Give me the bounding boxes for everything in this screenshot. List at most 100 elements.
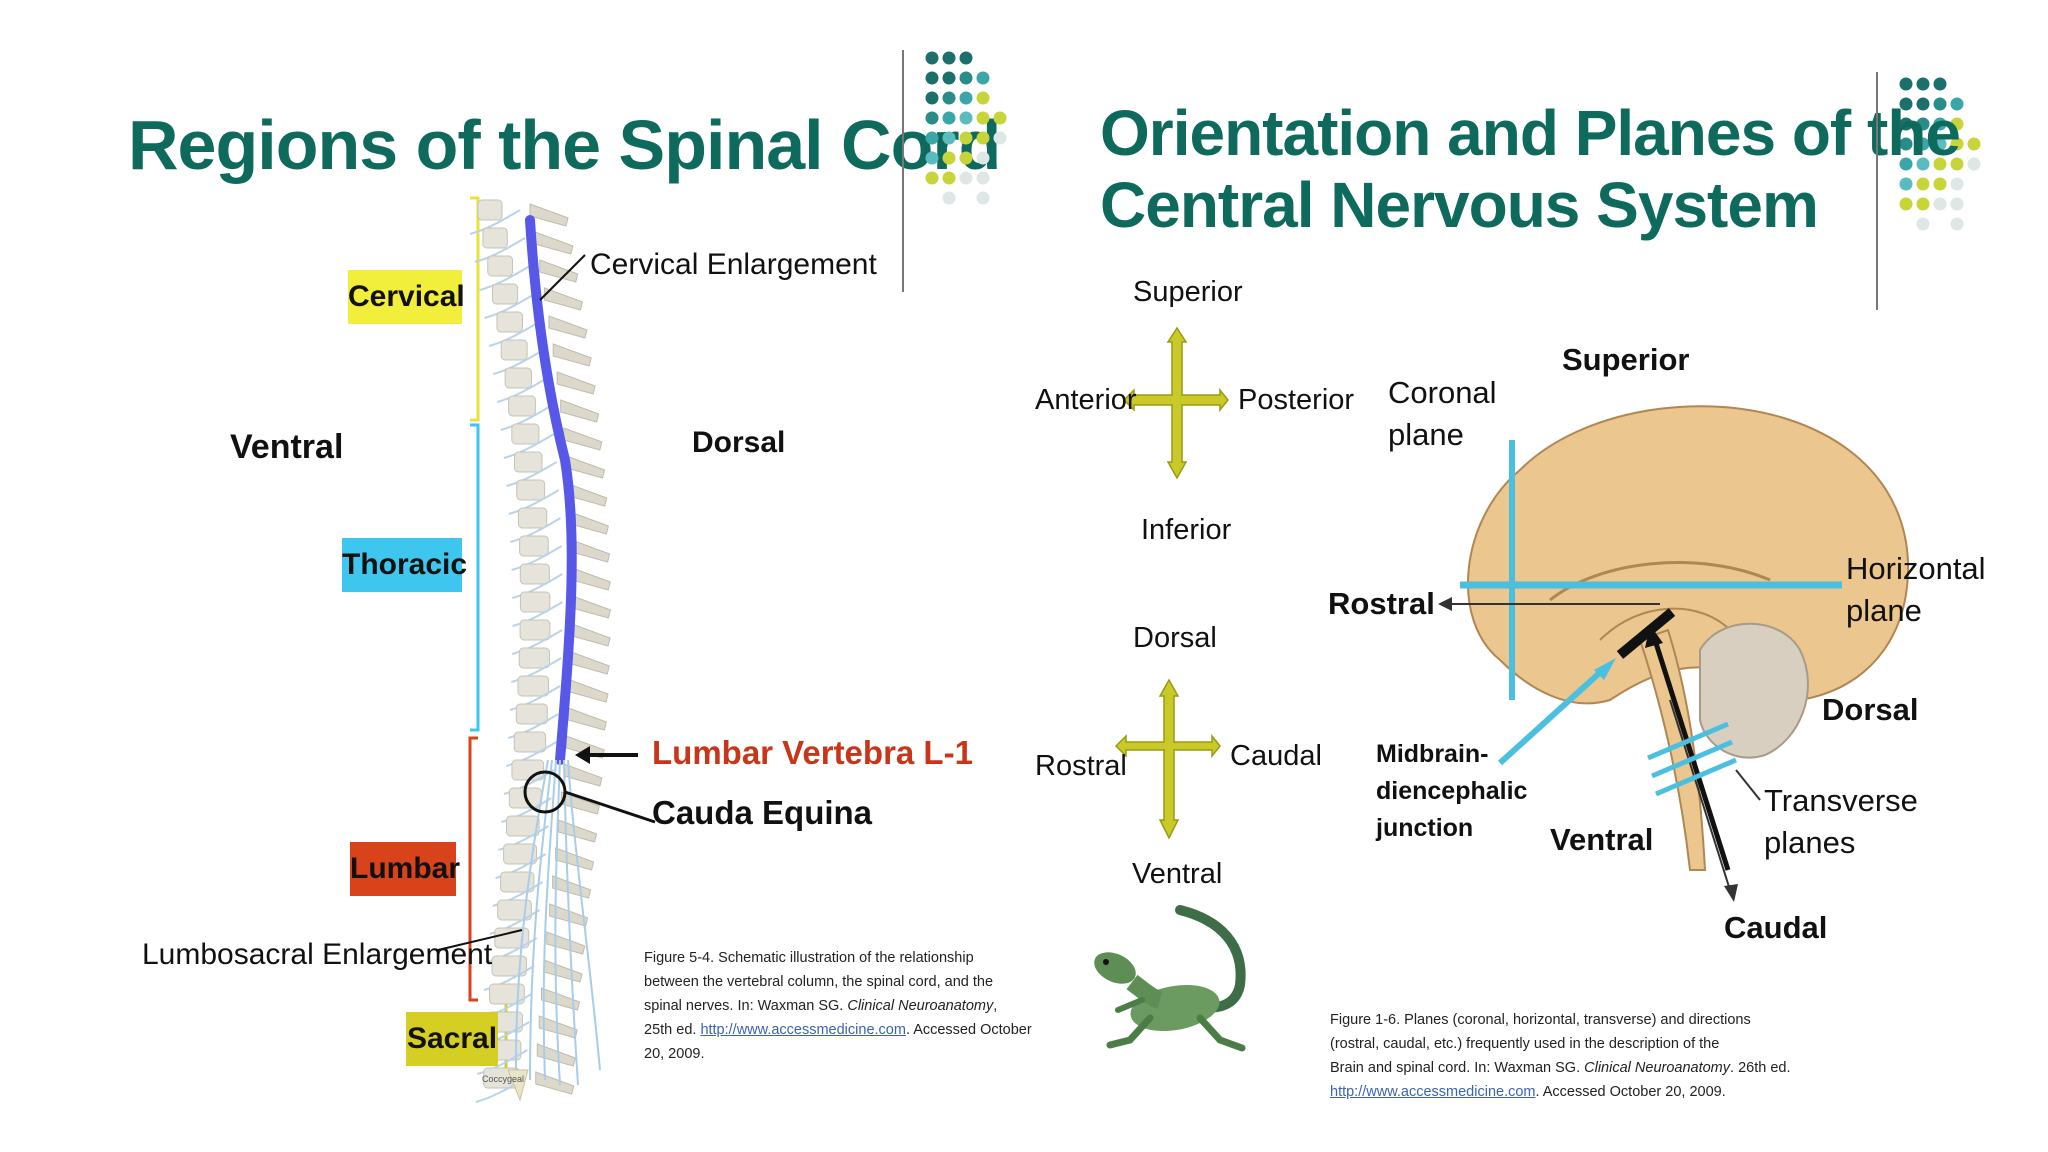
- decorative-dot: [1933, 77, 1947, 91]
- vertebra: [518, 647, 550, 669]
- decorative-dot: [1916, 157, 1930, 171]
- decorative-dot: [942, 71, 956, 85]
- decorative-dot: [942, 171, 956, 185]
- decorative-dot: [1933, 177, 1947, 191]
- decorative-dot: [1950, 117, 1964, 131]
- compass1-superior: Superior: [1133, 276, 1243, 308]
- lizard-icon: [1094, 905, 1246, 1052]
- decorative-dot: [1950, 217, 1964, 231]
- spinous-process: [552, 343, 592, 367]
- vertebra: [519, 619, 551, 641]
- decorative-dot: [942, 191, 956, 205]
- transverse-planes-label: Transverse planes: [1764, 783, 1918, 860]
- spinal-nerve: [488, 321, 540, 347]
- cauda-equina-label: Cauda Equina: [652, 794, 873, 831]
- spinous-process: [539, 259, 579, 283]
- coccygeal-label: Coccygeal: [482, 1074, 525, 1084]
- compass2-caudal: Caudal: [1230, 740, 1322, 772]
- spinal-nerve: [511, 629, 563, 655]
- left-caption-link[interactable]: http://www.accessmedicine.com: [700, 1022, 906, 1038]
- spinal-column-illustration: [437, 196, 656, 1103]
- spinous-process: [556, 371, 596, 395]
- decorative-dot: [959, 151, 973, 165]
- decorative-dot: [1899, 157, 1913, 171]
- vertebra: [515, 703, 548, 725]
- left-dorsal-label: Dorsal: [692, 426, 786, 459]
- region-cervical-label: Cervical: [348, 270, 465, 324]
- decorative-dot: [959, 91, 973, 105]
- decorative-dot: [942, 131, 956, 145]
- brain-rostral-label: Rostral: [1328, 586, 1435, 621]
- decorative-dot: [942, 91, 956, 105]
- spinal-nerve: [496, 377, 548, 403]
- spinal-cord-line: [525, 215, 577, 765]
- decorative-dot: [925, 171, 939, 185]
- decorative-dot: [942, 151, 956, 165]
- compass-superior-inferior: [1122, 326, 1229, 480]
- compass1-posterior: Posterior: [1238, 384, 1355, 416]
- decorative-dot: [1899, 97, 1913, 111]
- horizontal-plane-label: Horizontal plane: [1846, 551, 1986, 628]
- decorative-dot: [1967, 157, 1981, 171]
- compass2-rostral: Rostral: [1035, 750, 1127, 782]
- decorative-dot: [1916, 97, 1930, 111]
- decorative-dot: [1899, 177, 1913, 191]
- vertebra: [497, 899, 532, 921]
- decorative-dot: [976, 91, 990, 105]
- left-figure-caption: Figure 5-4. Schematic illustration of th…: [644, 950, 1032, 1062]
- vertebra: [500, 871, 535, 893]
- left-slide-divider: [902, 50, 904, 292]
- spinal-nerve: [508, 713, 559, 739]
- spinal-nerve: [477, 1049, 528, 1075]
- spinal-nerve: [509, 685, 561, 711]
- cerebellum: [1699, 622, 1809, 759]
- brain-caudal-label: Caudal: [1724, 910, 1828, 945]
- left-ventral-label: Ventral: [230, 428, 344, 466]
- spinal-nerve: [479, 265, 531, 291]
- decorative-dot: [942, 51, 956, 65]
- lumbosacral-enlargement-label: Lumbosacral Enlargement: [142, 938, 493, 971]
- coronal-plane-label: Coronal plane: [1388, 375, 1497, 452]
- decorative-dot: [1950, 137, 1964, 151]
- decorative-dot: [1950, 177, 1964, 191]
- decorative-dot: [1899, 117, 1913, 131]
- spinous-process: [540, 987, 581, 1011]
- decorative-dot: [1950, 197, 1964, 211]
- decorative-dot: [976, 131, 990, 145]
- vertebra: [491, 283, 519, 305]
- compass-dorsal-ventral: [1114, 678, 1221, 840]
- vertebra: [516, 479, 546, 501]
- decorative-dot: [959, 111, 973, 125]
- left-slide-title: Regions of the Spinal Cord: [128, 106, 1001, 184]
- spinous-process: [536, 1043, 576, 1067]
- decorative-dot: [1933, 157, 1947, 171]
- spinal-nerve: [503, 433, 555, 459]
- spinal-nerve: [500, 405, 552, 431]
- vertebra: [503, 843, 537, 865]
- vertebra: [517, 507, 548, 529]
- decorative-dot: [959, 71, 973, 85]
- decorative-dot: [976, 191, 990, 205]
- right-figure-caption: Figure 1-6. Planes (coronal, horizontal,…: [1330, 1012, 1791, 1100]
- compass2-dorsal: Dorsal: [1133, 622, 1217, 654]
- decorative-dot: [959, 51, 973, 65]
- vertebra: [519, 591, 551, 613]
- spinous-process: [548, 315, 588, 339]
- decorative-dot: [1967, 137, 1981, 151]
- decorative-dot: [1899, 77, 1913, 91]
- decorative-dot: [993, 111, 1007, 125]
- decorative-dot: [976, 71, 990, 85]
- vertebra: [514, 451, 543, 473]
- decorative-dot: [1950, 97, 1964, 111]
- vertebra: [519, 535, 549, 557]
- compass1-anterior: Anterior: [1035, 384, 1137, 416]
- decorative-dot: [1899, 137, 1913, 151]
- spinal-nerve: [506, 461, 558, 487]
- cerebrum: [1466, 405, 1910, 705]
- spinal-nerve: [512, 573, 563, 599]
- decorative-dot: [976, 111, 990, 125]
- decorative-dot: [925, 51, 939, 65]
- right-caption-link[interactable]: http://www.accessmedicine.com: [1330, 1084, 1536, 1100]
